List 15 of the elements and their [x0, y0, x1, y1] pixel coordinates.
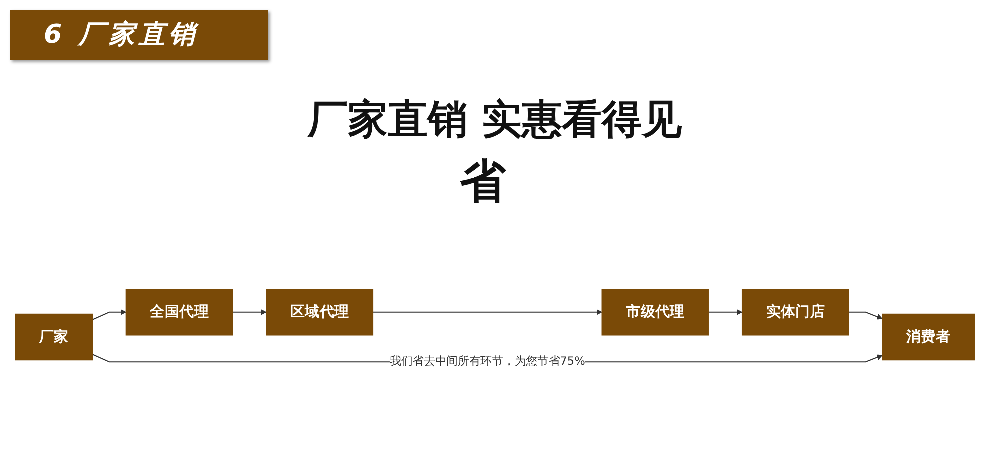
- arrow: [233, 309, 267, 316]
- node-box: 厂家: [15, 314, 94, 361]
- node-box: 消费者: [882, 314, 975, 361]
- node-box: 市级代理: [602, 289, 710, 336]
- edge-label: 我们省去中间所有环节，为您节省75%: [390, 354, 586, 368]
- arrow: [373, 309, 602, 316]
- big-character-label: 省: [460, 158, 506, 204]
- node-box: 全国代理: [126, 289, 234, 336]
- arrow: [708, 309, 743, 316]
- arrow: [92, 309, 126, 320]
- node-box: 实体门店: [742, 289, 850, 336]
- arrow: [849, 312, 883, 320]
- diagram-title: 厂家直销 实惠看得见: [308, 96, 682, 143]
- section-heading-banner: 6 厂家直销: [10, 10, 268, 60]
- node-box: 区域代理: [266, 289, 374, 336]
